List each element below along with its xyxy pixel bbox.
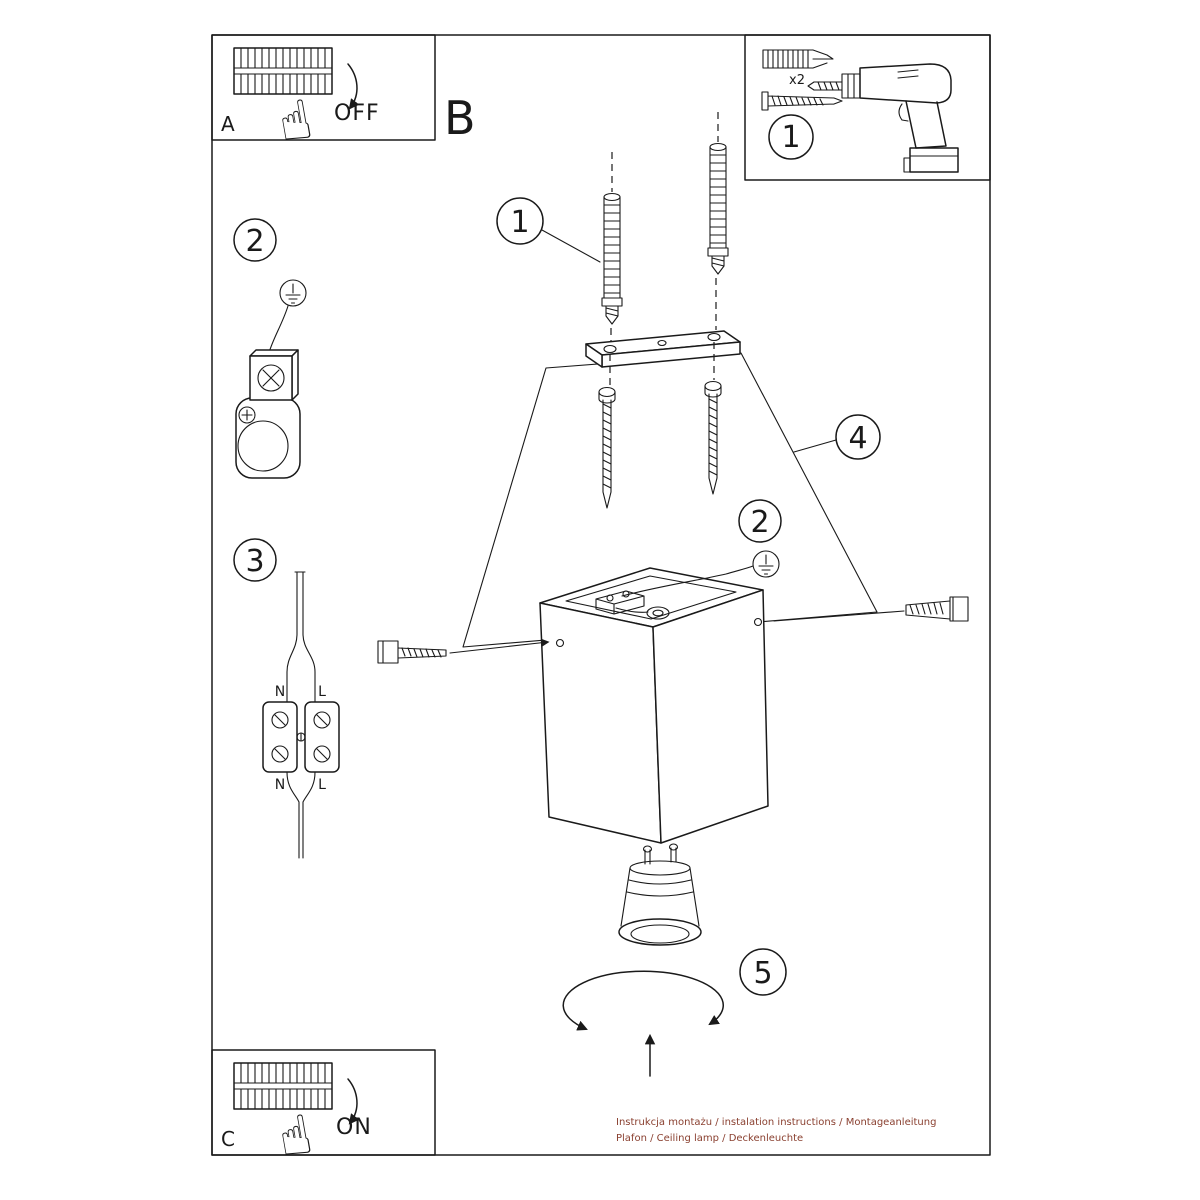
label-b: B xyxy=(444,91,476,145)
step-4-badge xyxy=(835,414,881,460)
plate-screw-icon xyxy=(238,406,256,424)
step-1-number: 1 xyxy=(510,205,529,240)
label-l-bottom: L xyxy=(318,777,326,793)
ground-terminal xyxy=(249,349,299,401)
footer-line-1: Instrukcja montażu / instalation instruc… xyxy=(616,1117,936,1128)
side-hole-right xyxy=(753,617,763,627)
cable-exit xyxy=(286,771,316,859)
assembly-drawing: 1 4 2 xyxy=(377,112,969,844)
label-n-top: N xyxy=(275,684,285,700)
gu10-bulb xyxy=(618,843,702,946)
mounting-plate xyxy=(235,397,301,479)
step-4-number: 4 xyxy=(848,421,867,456)
panel-a-box: A OFF xyxy=(211,34,436,155)
ceiling-screw-1 xyxy=(598,354,616,509)
label-n-bottom: N xyxy=(275,777,285,793)
side-hole-left xyxy=(555,638,565,648)
cube-opening xyxy=(565,575,737,620)
mounting-bracket xyxy=(585,330,741,368)
panel-c-box: C ON xyxy=(211,1049,436,1170)
earth-symbol-cube-icon xyxy=(752,550,780,578)
label-l-top: L xyxy=(318,684,326,700)
step-3-badge xyxy=(233,538,277,582)
quantity-x2: x2 xyxy=(789,73,805,88)
drill-icon xyxy=(807,63,959,173)
step-3-wiring: 3 N L N L xyxy=(233,538,340,859)
ground-wire xyxy=(621,565,754,597)
earth-symbol-icon xyxy=(279,279,307,307)
step-2-number: 2 xyxy=(245,224,264,259)
step-1-box-number: 1 xyxy=(781,120,800,155)
label-off: OFF xyxy=(334,101,380,126)
wall-plug-2 xyxy=(707,112,729,330)
earth-wire xyxy=(267,305,289,357)
label-a: A xyxy=(221,112,235,136)
step-5-badge xyxy=(739,948,787,996)
step-2-badge xyxy=(233,218,277,262)
screw-icon xyxy=(761,91,843,111)
interior-wire-short xyxy=(615,607,649,613)
main-border xyxy=(211,34,991,1156)
step-1-badge xyxy=(496,197,544,245)
gu10-socket xyxy=(646,606,670,620)
cube-fixture xyxy=(539,567,769,844)
label-on: ON xyxy=(336,1115,372,1140)
step-2-cube-number: 2 xyxy=(750,505,769,540)
ceiling-screw-2 xyxy=(704,342,722,495)
step-5-number: 5 xyxy=(753,956,772,991)
step-2-cube-badge xyxy=(738,499,782,543)
rotation-arrow-icon xyxy=(562,970,724,1031)
plate-hole xyxy=(237,420,289,472)
wall-plug-1 xyxy=(601,152,623,342)
label-c: C xyxy=(221,1127,235,1151)
step-2-connector: 2 xyxy=(233,218,307,479)
machine-screw-left xyxy=(377,638,550,664)
cable-fork xyxy=(286,571,316,703)
step-1-box-badge xyxy=(768,114,814,160)
machine-screw-right xyxy=(773,596,969,622)
rotation-indicator xyxy=(562,970,724,1077)
screw-slots xyxy=(274,714,328,760)
step-3-number: 3 xyxy=(245,544,264,579)
interior-terminal-block xyxy=(595,590,645,615)
parts-box: x2 1 xyxy=(744,34,991,181)
step-1-leader xyxy=(541,229,601,263)
wall-plug-icon xyxy=(762,49,834,69)
footer-line-2: Plafon / Ceiling lamp / Deckenleuchte xyxy=(616,1133,803,1144)
step-4-leader xyxy=(793,439,837,453)
